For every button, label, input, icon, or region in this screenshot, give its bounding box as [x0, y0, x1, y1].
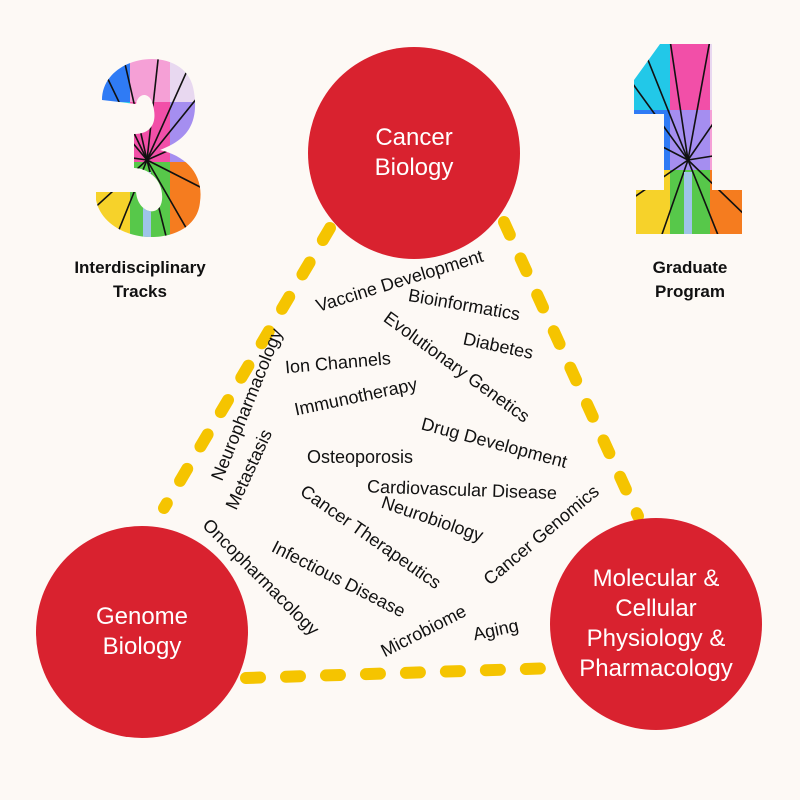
topic-osteoporosis: Osteoporosis	[307, 447, 413, 467]
connector-left-edge	[158, 222, 336, 514]
three-numeral-graphic	[96, 58, 201, 238]
topic-immunotherapy: Immunotherapy	[292, 374, 418, 420]
connector-bottom-edge	[240, 662, 562, 684]
track-label: Genome Biology	[95, 603, 189, 660]
track-label: Molecular & Cellular Physiology & Pharma…	[579, 565, 733, 682]
track-circle-genome-biology: Genome Biology	[36, 526, 248, 738]
tracks-count-caption: Interdisciplinary Tracks	[74, 258, 206, 301]
connector-right-edge	[498, 216, 644, 522]
topic-diabetes: Diabetes	[461, 329, 535, 363]
topic-evolutionary-genetics: Evolutionary Genetics	[380, 307, 533, 426]
topic-ion-channels: Ion Channels	[284, 348, 391, 377]
topic-bioinformatics: Bioinformatics	[407, 285, 522, 324]
track-circle-cancer-biology: Cancer Biology	[308, 47, 520, 259]
track-connector-triangle	[158, 216, 644, 684]
topic-neurobiology: Neurobiology	[379, 492, 486, 545]
topic-aging: Aging	[471, 615, 520, 644]
topic-drug-development: Drug Development	[419, 414, 569, 472]
track-circle-molecular-cellular-physiology-pharmacology: Molecular & Cellular Physiology & Pharma…	[550, 518, 762, 730]
program-count-caption: Graduate Program	[652, 258, 728, 301]
one-numeral-graphic	[634, 44, 742, 234]
track-label: Cancer Biology	[374, 124, 454, 181]
